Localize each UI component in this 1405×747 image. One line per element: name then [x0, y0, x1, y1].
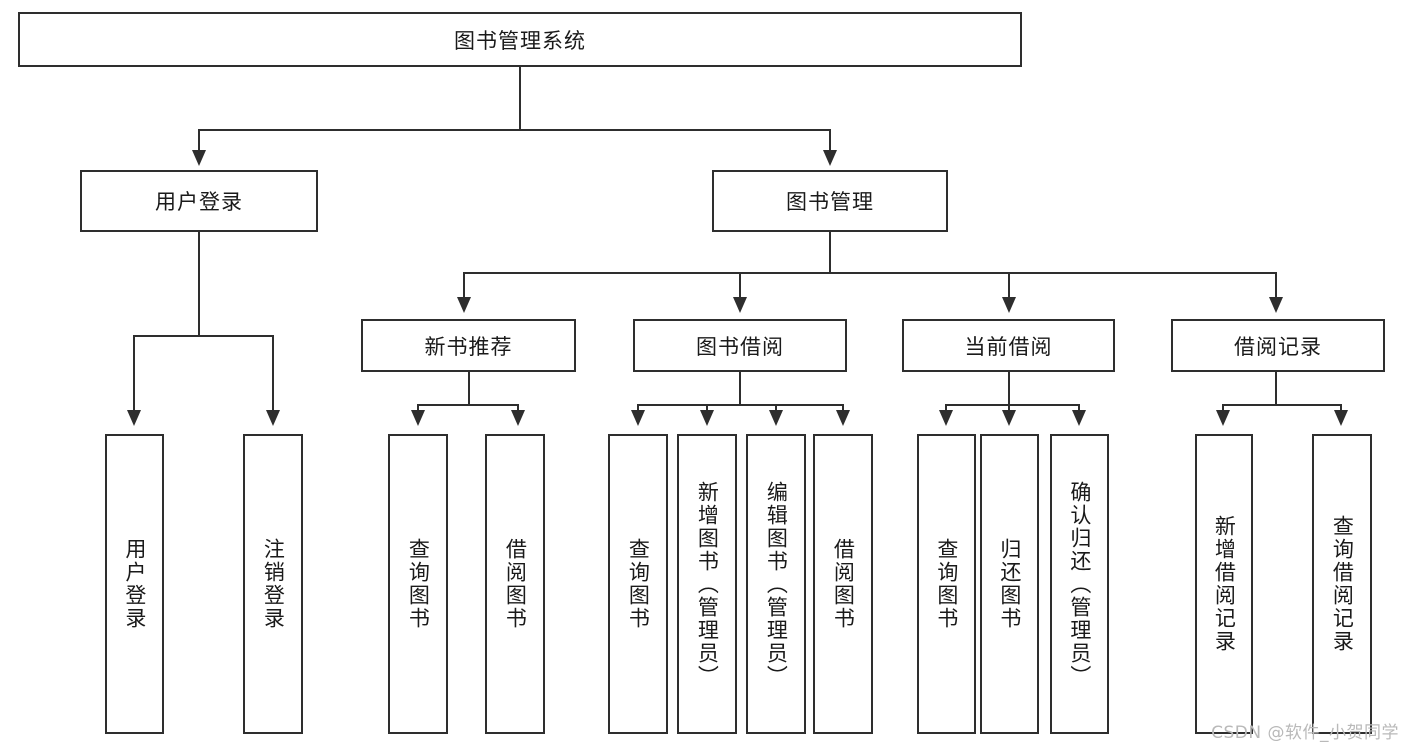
leaf-add-book[interactable]: 新增图书（管理员） — [677, 434, 737, 734]
edge-book-borrow-drop-3 — [775, 404, 777, 412]
arrow-user-login-leaf-1 — [127, 410, 141, 426]
leaf-edit-book-label: 编辑图书（管理员） — [764, 480, 789, 688]
node-user-login-label: 用户登录 — [155, 190, 243, 214]
edge-borrow-record-drop-1 — [1222, 404, 1224, 412]
edge-new-book-rec-drop-2 — [517, 404, 519, 412]
arrow-book-borrow-leaf-3 — [769, 410, 783, 426]
edge-book-borrow-drop-4 — [842, 404, 844, 412]
edge-current-borrow-drop-2 — [1008, 404, 1010, 412]
node-new-book-rec-label: 新书推荐 — [424, 334, 513, 359]
arrow-new-book-rec-leaf-2 — [511, 410, 525, 426]
leaf-query-record-label: 查询借阅记录 — [1330, 515, 1355, 653]
edge-book-borrow-drop-1 — [637, 404, 639, 412]
arrow-book-manage-child-1 — [457, 297, 471, 313]
edge-book-manage-drop-2 — [739, 272, 741, 298]
node-book-borrow-label: 图书借阅 — [696, 334, 784, 359]
node-current-borrow-label: 当前借阅 — [964, 334, 1053, 359]
leaf-query-book-1-label: 查询图书 — [406, 538, 431, 630]
leaf-query-book-1[interactable]: 查询图书 — [388, 434, 448, 734]
leaf-query-record[interactable]: 查询借阅记录 — [1312, 434, 1372, 734]
edge-book-manage-stem — [829, 232, 831, 273]
edge-root-stem — [519, 66, 521, 130]
leaf-query-book-3[interactable]: 查询图书 — [917, 434, 976, 734]
leaf-borrow-book-1-label: 借阅图书 — [503, 538, 528, 630]
arrow-current-borrow-leaf-2 — [1002, 410, 1016, 426]
leaf-edit-book[interactable]: 编辑图书（管理员） — [746, 434, 806, 734]
node-root[interactable]: 图书管理系统 — [18, 12, 1022, 67]
node-book-manage[interactable]: 图书管理 — [712, 170, 948, 232]
edge-user-login-bus — [133, 335, 273, 337]
edge-new-book-rec-drop-1 — [417, 404, 419, 412]
edge-book-borrow-stem — [739, 372, 741, 405]
node-borrow-record[interactable]: 借阅记录 — [1171, 319, 1385, 372]
node-current-borrow[interactable]: 当前借阅 — [902, 319, 1115, 372]
node-new-book-rec[interactable]: 新书推荐 — [361, 319, 576, 372]
arrow-book-borrow-leaf-1 — [631, 410, 645, 426]
arrow-borrow-record-leaf-1 — [1216, 410, 1230, 426]
arrow-book-borrow-leaf-4 — [836, 410, 850, 426]
edge-borrow-record-bus — [1222, 404, 1342, 406]
watermark: CSDN @软件_小贺同学 — [1211, 723, 1399, 743]
edge-new-book-rec-bus — [417, 404, 518, 406]
edge-book-borrow-bus — [637, 404, 843, 406]
node-book-manage-label: 图书管理 — [786, 190, 874, 214]
edge-current-borrow-drop-3 — [1078, 404, 1080, 412]
edge-book-manage-drop-1 — [463, 272, 465, 298]
node-user-login[interactable]: 用户登录 — [80, 170, 318, 232]
edge-user-login-stem — [198, 232, 200, 336]
leaf-borrow-book-2[interactable]: 借阅图书 — [813, 434, 873, 734]
node-root-label: 图书管理系统 — [454, 28, 586, 53]
arrow-current-borrow-leaf-1 — [939, 410, 953, 426]
node-borrow-record-label: 借阅记录 — [1234, 334, 1322, 359]
leaf-logout[interactable]: 注销登录 — [243, 434, 303, 734]
node-book-borrow[interactable]: 图书借阅 — [633, 319, 847, 372]
leaf-query-book-2-label: 查询图书 — [626, 538, 651, 630]
arrow-book-manage-child-2 — [733, 297, 747, 313]
arrow-book-borrow-leaf-2 — [700, 410, 714, 426]
leaf-query-book-2[interactable]: 查询图书 — [608, 434, 668, 734]
arrow-book-manage-child-4 — [1269, 297, 1283, 313]
edge-book-manage-drop-3 — [1008, 272, 1010, 298]
leaf-confirm-return-label: 确认归还（管理员） — [1067, 480, 1092, 688]
edge-current-borrow-drop-1 — [945, 404, 947, 412]
edge-book-borrow-drop-2 — [706, 404, 708, 412]
leaf-query-book-3-label: 查询图书 — [934, 538, 959, 630]
leaf-add-book-label: 新增图书（管理员） — [695, 480, 720, 688]
edge-borrow-record-stem — [1275, 372, 1277, 405]
edge-current-borrow-stem — [1008, 372, 1010, 405]
edge-book-manage-bus — [463, 272, 1276, 274]
leaf-borrow-book-1[interactable]: 借阅图书 — [485, 434, 545, 734]
leaf-user-login-label: 用户登录 — [122, 538, 147, 630]
leaf-return-book-label: 归还图书 — [997, 538, 1022, 630]
arrow-new-book-rec-leaf-1 — [411, 410, 425, 426]
edge-current-borrow-bus — [945, 404, 1080, 406]
arrow-user-login-leaf-2 — [266, 410, 280, 426]
edge-root-to-user-login — [198, 129, 200, 151]
leaf-user-login[interactable]: 用户登录 — [105, 434, 164, 734]
edge-new-book-rec-stem — [468, 372, 470, 405]
arrow-root-to-book-manage — [823, 150, 837, 166]
arrow-borrow-record-leaf-2 — [1334, 410, 1348, 426]
edge-borrow-record-drop-2 — [1340, 404, 1342, 412]
leaf-logout-label: 注销登录 — [261, 538, 286, 630]
edge-user-login-drop-1 — [133, 335, 135, 411]
arrow-current-borrow-leaf-3 — [1072, 410, 1086, 426]
edge-book-manage-drop-4 — [1275, 272, 1277, 298]
leaf-add-record-label: 新增借阅记录 — [1212, 515, 1237, 653]
leaf-return-book[interactable]: 归还图书 — [980, 434, 1039, 734]
leaf-borrow-book-2-label: 借阅图书 — [831, 538, 856, 630]
edge-root-bus — [198, 129, 830, 131]
arrow-book-manage-child-3 — [1002, 297, 1016, 313]
edge-user-login-drop-2 — [272, 335, 274, 411]
arrow-root-to-user-login — [192, 150, 206, 166]
leaf-confirm-return[interactable]: 确认归还（管理员） — [1050, 434, 1109, 734]
leaf-add-record[interactable]: 新增借阅记录 — [1195, 434, 1253, 734]
edge-root-to-book-manage — [829, 129, 831, 151]
